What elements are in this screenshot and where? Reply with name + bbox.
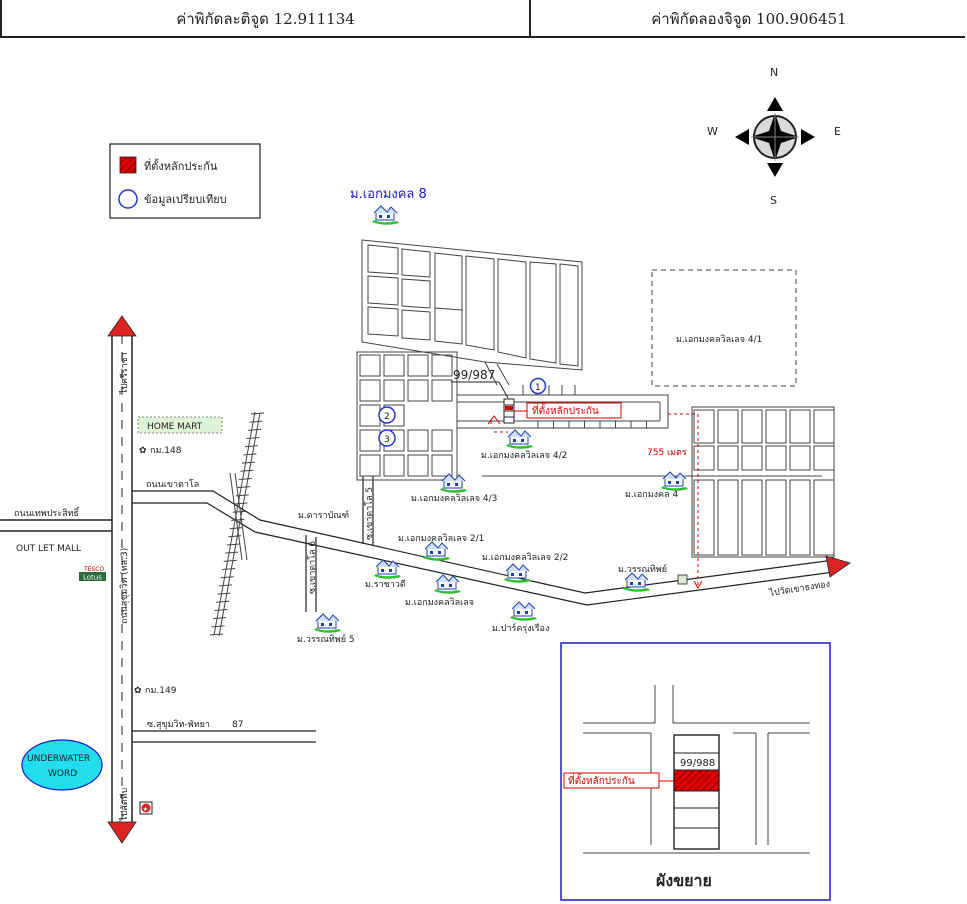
svg-text:3: 3 bbox=[384, 435, 390, 445]
home-mart-box bbox=[137, 416, 223, 434]
tesco-lotus-logo: TESCO Lotus bbox=[79, 566, 106, 582]
header-underline-right bbox=[529, 36, 965, 38]
compass-rose-icon: N S E W bbox=[707, 66, 841, 207]
comparison-swatch-icon bbox=[118, 189, 138, 209]
label-to-wat: ไปวัดเขาธงทอง bbox=[768, 579, 831, 600]
latitude-label: ค่าพิกัดละติจูด 12.911134 bbox=[176, 10, 355, 28]
distance-label: 755 เมตร bbox=[647, 448, 687, 458]
label-km149: กม.149 bbox=[145, 686, 177, 696]
svg-text:1: 1 bbox=[535, 383, 541, 393]
header-underline-left bbox=[0, 36, 529, 38]
collateral-callout: ที่ตั้งหลักประกัน bbox=[532, 403, 599, 417]
compass-e: E bbox=[834, 125, 841, 138]
label-underwater-2: WORD bbox=[48, 769, 77, 779]
inset-map bbox=[560, 642, 831, 901]
house-icon-villa21 bbox=[422, 541, 451, 562]
arrow-down-icon bbox=[107, 821, 137, 844]
label-ekmongkolvilla43: ม.เอกมงคลวิลเลจ 4/3 bbox=[411, 493, 497, 504]
label-khaotalo: ถนนเขาตาโล bbox=[146, 479, 199, 490]
label-daraphirom: ม.ดาราบัณฑ์ bbox=[298, 509, 349, 521]
label-to-sattahip: ไปสัตหีบ bbox=[119, 787, 130, 822]
comparison-marker-3: 3 bbox=[378, 429, 396, 447]
svg-text:TESCO: TESCO bbox=[83, 566, 104, 573]
label-ekmongkol4: ม.เอกมงคล 4 bbox=[625, 490, 678, 500]
header-divider-left bbox=[0, 0, 2, 38]
label-home-mart: HOME MART bbox=[147, 422, 203, 432]
house-icon-villa43 bbox=[439, 473, 468, 494]
house-icon-wornthip bbox=[622, 572, 651, 593]
left-plot-grid bbox=[356, 351, 458, 481]
compass-n: N bbox=[770, 66, 778, 79]
longitude-label: ค่าพิกัดลองจิจูด 100.906451 bbox=[651, 10, 847, 28]
comparison-marker-2: 2 bbox=[378, 406, 396, 424]
label-ekmongkol8: ม.เอกมงคล 8 bbox=[350, 187, 427, 202]
right-plot-grid bbox=[691, 406, 835, 558]
label-soi-87: ซ.สุขุมวิท-พัทยา bbox=[147, 719, 210, 730]
label-ekmongkolvilla22: ม.เอกมงคลวิลเลจ 2/2 bbox=[482, 552, 568, 563]
label-outlet-mall: OUT LET MALL bbox=[16, 544, 81, 554]
compass-w: W bbox=[707, 125, 718, 138]
arrow-right-icon bbox=[825, 555, 851, 578]
ekmongkolvilla41-boundary bbox=[651, 269, 797, 387]
sukhumvit-road bbox=[107, 315, 137, 844]
svg-text:Lotus: Lotus bbox=[83, 574, 102, 582]
collateral-marker bbox=[487, 398, 515, 425]
distance-line bbox=[494, 413, 699, 585]
star-badge-icon: ★ bbox=[139, 801, 153, 815]
inset-collateral-label: ที่ตั้งหลักประกัน bbox=[568, 773, 635, 787]
label-soi-khaotalo-6: ซ.เขาตาโล 6 bbox=[307, 541, 318, 594]
label-sukhumvit: ถนนสุขุมวิท (ทล.3) bbox=[119, 548, 130, 624]
railway-track bbox=[213, 411, 261, 637]
label-thepprasit: ถนนเทพประสิทธิ์ bbox=[14, 506, 81, 519]
house-icon-ekmongkol4 bbox=[660, 471, 689, 492]
label-parkrungrueang: ม.ปาร์ครุ่งเรือง bbox=[492, 622, 549, 634]
small-shop-icon bbox=[677, 574, 688, 585]
label-ekmongkolvillage: ม.เอกมงคลวิลเลจ bbox=[405, 597, 474, 608]
comparison-marker-1: 1 bbox=[529, 377, 547, 395]
coordinate-header: ค่าพิกัดละติจูด 12.911134 ค่าพิกัดลองจิจ… bbox=[0, 0, 967, 40]
label-to-sriracha: ไปศรีราชา bbox=[119, 352, 130, 395]
house-icon-ekmongkolvillage bbox=[433, 574, 462, 595]
label-wornthip: ม.วรรณทิพย์ bbox=[618, 563, 667, 575]
legend-comparison: ข้อมูลเปรียบเทียบ bbox=[144, 193, 227, 206]
khaotalo-road bbox=[132, 490, 835, 606]
house-icon-wornthip5 bbox=[313, 613, 342, 634]
label-underwater-1: UNDERWATER bbox=[27, 754, 90, 764]
header-divider-mid bbox=[529, 0, 531, 38]
label-wornthip5: ม.วรรณทิพย์ 5 bbox=[297, 633, 355, 645]
inset-plot-id: 99/988 bbox=[680, 758, 715, 769]
ekmongkol8-plots bbox=[361, 239, 583, 371]
label-km148: กม.148 bbox=[150, 446, 182, 456]
compass-s: S bbox=[770, 194, 777, 207]
house-icon-parkrungrueang bbox=[509, 601, 538, 622]
underwater-world-ellipse bbox=[21, 739, 103, 791]
label-soi-khaotalo-5: ซ.เขาตาโล 5 bbox=[364, 487, 375, 540]
flower-icon-2: ✿ bbox=[134, 686, 142, 696]
inset-title: ผังขยาย bbox=[656, 871, 712, 890]
svg-text:2: 2 bbox=[384, 412, 390, 422]
legend-collateral: ที่ตั้งหลักประกัน bbox=[144, 158, 218, 173]
map-legend: ที่ตั้งหลักประกัน ข้อมูลเปรียบเทียบ bbox=[109, 143, 261, 219]
label-ekmongkolvilla42: ม.เอกมงคลวิลเลจ 4/2 bbox=[481, 450, 567, 461]
label-ekmongkolvilla41: ม.เอกมงคลวิลเลจ 4/1 bbox=[676, 334, 762, 345]
label-soi-87-num: 87 bbox=[232, 720, 243, 730]
collateral-swatch bbox=[119, 156, 137, 174]
plot-id-label: 99/987 bbox=[453, 368, 495, 382]
house-icon-villa22 bbox=[503, 563, 532, 584]
label-ekmongkolvilla21: ม.เอกมงคลวิลเลจ 2/1 bbox=[398, 533, 484, 544]
label-rachawadi: ม.ราชาวดี bbox=[365, 579, 406, 590]
flower-icon: ✿ bbox=[139, 446, 147, 456]
house-icon-ekmongkol8 bbox=[371, 205, 400, 226]
arrow-up-icon bbox=[107, 315, 137, 337]
house-icon-villa42 bbox=[505, 429, 534, 450]
svg-text:★: ★ bbox=[143, 806, 148, 813]
